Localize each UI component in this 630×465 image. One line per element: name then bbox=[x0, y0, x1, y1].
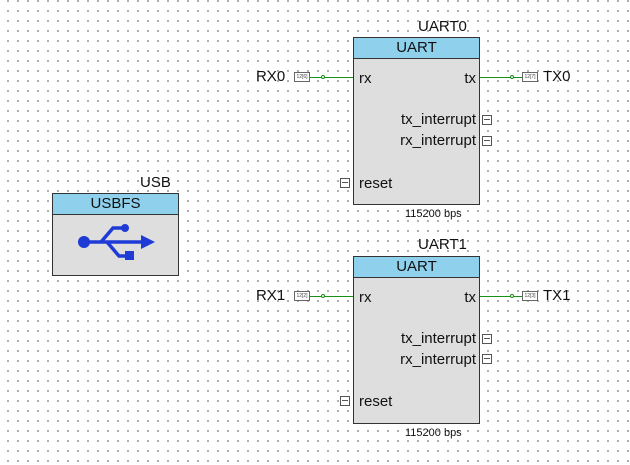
rx0-port-label: RX0 bbox=[256, 68, 286, 85]
uart1-reset-terminal[interactable] bbox=[340, 396, 350, 406]
uart1-tx-pin: tx bbox=[464, 289, 476, 306]
uart1-instance-name: UART1 bbox=[418, 236, 467, 253]
uart1-tx-interrupt-pin: tx_interrupt bbox=[400, 330, 476, 347]
uart1-header: UART bbox=[354, 257, 479, 278]
uart0-reset-pin: reset bbox=[359, 175, 393, 192]
usbfs-component[interactable]: USBFS bbox=[52, 193, 179, 276]
tx0-port-pin[interactable]: 12[7] bbox=[522, 72, 538, 82]
uart0-baud-rate: 115200 bps bbox=[405, 208, 462, 220]
uart1-reset-pin: reset bbox=[359, 393, 393, 410]
usbfs-header: USBFS bbox=[53, 194, 178, 215]
uart0-reset-terminal[interactable] bbox=[340, 178, 350, 188]
uart1-tx-interrupt-terminal[interactable] bbox=[482, 334, 492, 344]
rx1-wire bbox=[310, 296, 353, 297]
usb-instance-name: USB bbox=[140, 174, 171, 191]
uart0-rx-interrupt-pin: rx_interrupt bbox=[400, 132, 476, 149]
uart1-component[interactable]: UART rx tx tx_interrupt rx_interrupt res… bbox=[353, 256, 480, 424]
uart0-tx-interrupt-pin: tx_interrupt bbox=[400, 111, 476, 128]
tx1-port-pin[interactable]: 12[3] bbox=[522, 291, 538, 301]
uart0-header: UART bbox=[354, 38, 479, 59]
uart0-tx-pin: tx bbox=[464, 70, 476, 87]
uart1-baud-rate: 115200 bps bbox=[405, 427, 462, 439]
tx1-wire-end bbox=[510, 294, 514, 298]
uart0-component[interactable]: UART rx tx tx_interrupt rx_interrupt res… bbox=[353, 37, 480, 205]
uart1-rx-interrupt-terminal[interactable] bbox=[482, 354, 492, 364]
tx0-wire bbox=[480, 77, 522, 78]
tx0-port-label: TX0 bbox=[543, 68, 571, 85]
rx1-wire-end bbox=[321, 294, 325, 298]
rx1-port-pin[interactable]: 12[2] bbox=[294, 291, 310, 301]
tx0-wire-end bbox=[510, 75, 514, 79]
uart0-rx-pin: rx bbox=[359, 70, 372, 87]
tx1-port-label: TX1 bbox=[543, 287, 571, 304]
rx0-wire-end bbox=[321, 75, 325, 79]
rx1-port-label: RX1 bbox=[256, 287, 286, 304]
uart0-instance-name: UART0 bbox=[418, 18, 467, 35]
uart0-rx-interrupt-terminal[interactable] bbox=[482, 136, 492, 146]
uart0-tx-interrupt-terminal[interactable] bbox=[482, 115, 492, 125]
usb-icon bbox=[75, 220, 159, 268]
uart1-rx-pin: rx bbox=[359, 289, 372, 306]
rx0-wire bbox=[310, 77, 353, 78]
tx1-wire bbox=[480, 296, 522, 297]
rx0-port-pin[interactable]: 12[6] bbox=[294, 72, 310, 82]
uart1-rx-interrupt-pin: rx_interrupt bbox=[400, 351, 476, 368]
